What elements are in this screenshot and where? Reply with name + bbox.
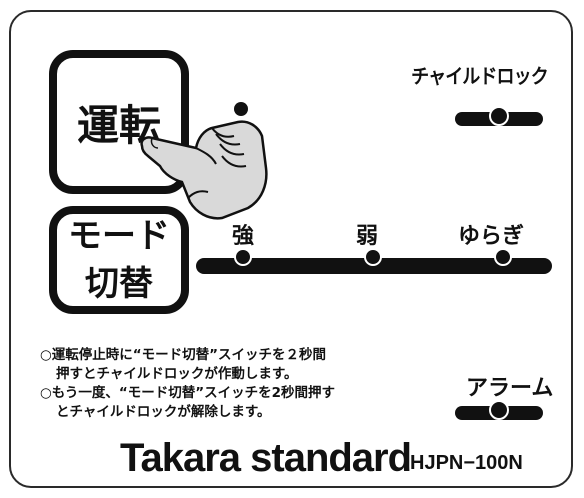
run-button[interactable]: 運転 bbox=[49, 50, 189, 194]
brand-logo: Takara standard bbox=[120, 436, 412, 480]
instruction-line: とチャイルドロックが解除します。 bbox=[56, 404, 271, 420]
mode-led-weak bbox=[364, 248, 382, 266]
instruction-line: ○もう一度、“モード切替”スイッチを2秒間押す bbox=[40, 385, 336, 401]
mode-button-label-line2: 切替 bbox=[85, 264, 153, 304]
mode-led-strong bbox=[234, 248, 252, 266]
alarm-indicator bbox=[455, 400, 543, 420]
model-number: HJPN−100N bbox=[410, 452, 523, 474]
mode-switch-button[interactable]: モード 切替 bbox=[49, 206, 189, 314]
child-lock-label: チャイルドロック bbox=[411, 64, 549, 88]
child-lock-indicator bbox=[455, 106, 543, 126]
mode-led-yuragi bbox=[494, 248, 512, 266]
pointing-hand-icon bbox=[140, 120, 268, 220]
alarm-indicator-led bbox=[489, 400, 509, 420]
mode-label-yuragi: ゆらぎ bbox=[458, 224, 525, 249]
alarm-label: アラーム bbox=[466, 376, 554, 401]
mode-label-weak: 弱 bbox=[356, 224, 379, 249]
instructions-text: ○運転停止時に“モード切替”スイッチを２秒間 押すとチャイルドロックが作動します… bbox=[40, 346, 335, 422]
mode-button-label-line1: モード bbox=[68, 216, 170, 256]
instruction-line: 押すとチャイルドロックが作動します。 bbox=[56, 366, 298, 382]
control-panel: 運転 モード 切替 bbox=[9, 10, 573, 488]
child-lock-indicator-led bbox=[489, 106, 509, 126]
instruction-line: ○運転停止時に“モード切替”スイッチを２秒間 bbox=[40, 347, 327, 363]
mode-label-strong: 強 bbox=[232, 224, 255, 249]
run-indicator-led bbox=[234, 102, 248, 116]
mode-indicator-bar bbox=[196, 248, 552, 274]
